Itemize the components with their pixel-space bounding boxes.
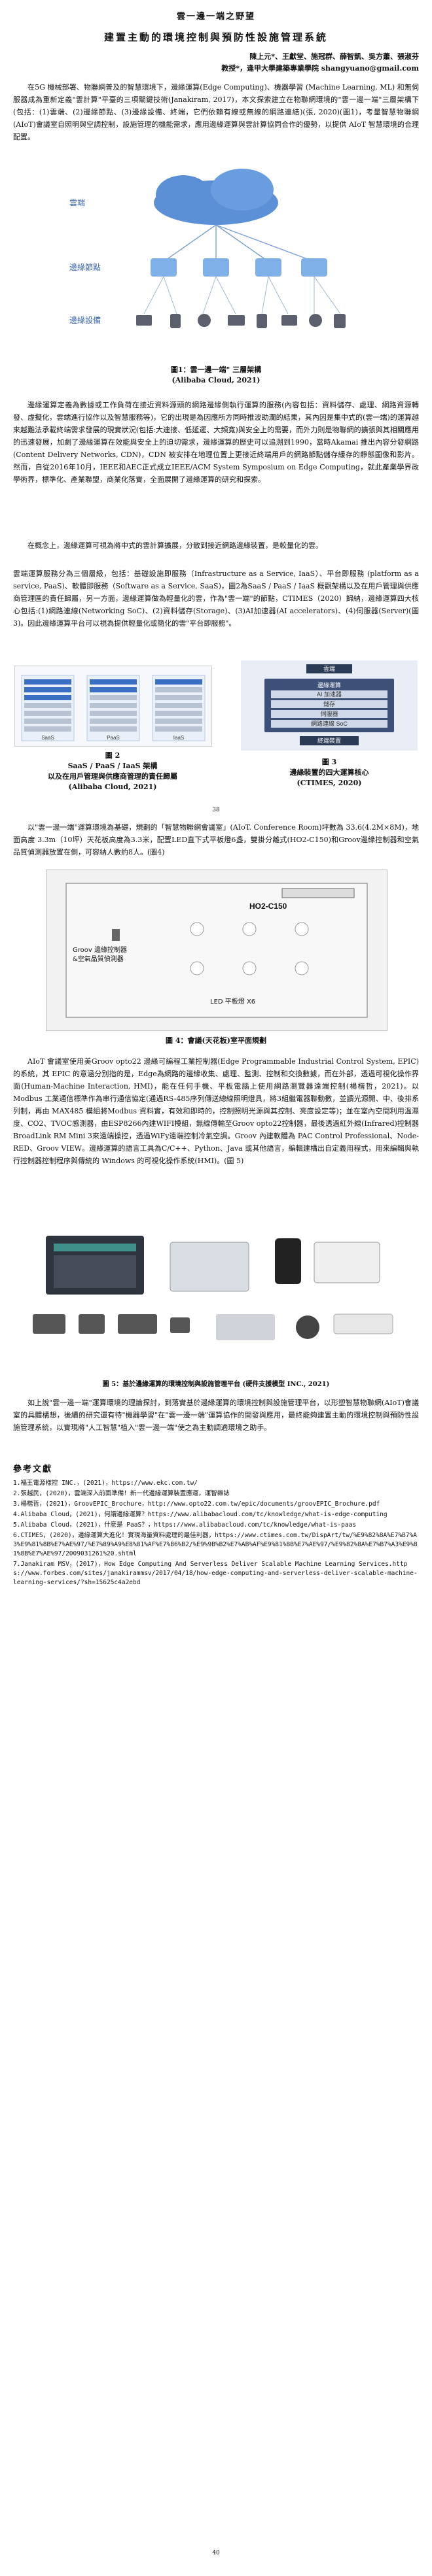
figure-3-caption-title: 邊緣裝置的四大運算核心 bbox=[289, 768, 369, 777]
figure-1-caption: 圖1：雲一邊一端" 三層架構 (Alibaba Cloud, 2021) bbox=[0, 365, 432, 386]
stack-layers-user bbox=[24, 679, 202, 700]
reference-item: 7.Janakiram MSV，(2017)，How Edge Computin… bbox=[13, 1561, 418, 1586]
hardware-platform-illustration bbox=[33, 1236, 393, 1340]
cloud-icon bbox=[154, 169, 278, 225]
lighting-and-ac-icons bbox=[216, 1313, 393, 1340]
figure-5-caption: 圖 5：基於邊緣運算的環境控制與設施管理平台 (硬件支援模型 INC., 202… bbox=[102, 1381, 330, 1388]
reference-item: 4.Alibaba Cloud，(2021)，何謂邊緣運算？https://ww… bbox=[13, 1511, 387, 1518]
fig3-row-ai: AI 加速器 bbox=[271, 690, 387, 698]
figure-2: SaaS PaaS IaaS bbox=[14, 666, 212, 747]
ceiling-plan-drawing bbox=[65, 883, 368, 1018]
paper-title: 建置主動的環境控制與預防性設施管理系統 bbox=[103, 31, 328, 43]
reference-item: 5.Alibaba Cloud，(2021)，什麼是 PaaS？，https:/… bbox=[13, 1521, 357, 1529]
fig3-top-label: 雲端 bbox=[306, 664, 352, 673]
fig3-edge-panel: 邊緣運算 AI 加速器 儲存 伺服器 網路連線 SoC bbox=[264, 679, 394, 732]
figure-1: 雲端 邊緣節點 邊緣設備 bbox=[65, 163, 367, 360]
authors-names: 陳上元*、王獻堂、施冠群、薛智凱、吳方蕭、張淑芬 bbox=[249, 52, 419, 61]
paragraph-conclusion: 如上說"雲一邊一端"運算環境的理論探討，到落實基於邊緣運算的環境控制與設施管理平… bbox=[13, 1398, 419, 1432]
column-label-paas: PaaS bbox=[107, 735, 120, 741]
figure-2-caption-desc: 以及在用戶管理與供應商管理的責任歸屬 bbox=[48, 772, 177, 781]
reference-item: 1.福王電源樣控 INC.，(2021)，https://www.ekc.com… bbox=[13, 1480, 198, 1487]
references-title: 參考文獻 bbox=[13, 1465, 53, 1474]
paragraph-epic-system: AIoT 會議室使用美Groov opto22 邊緣可編程工業控制器(Edge … bbox=[13, 1057, 419, 1165]
column-label-iaas: IaaS bbox=[173, 735, 184, 741]
label-edge-node: 邊緣節點 bbox=[69, 262, 101, 272]
paragraph-conference-room: 以"雲一邊一端"運算環境為基礎，規劃的「智慧物聯網會議室」(AIoT. Conf… bbox=[13, 823, 419, 856]
authors: 陳上元*、王獻堂、施冠群、薛智凱、吳方蕭、張淑芬 教授*，逢甲大學建築專業學院 … bbox=[85, 51, 419, 75]
paragraph-cloud-services: 雲端運算服務分為三個層級，包括：基礎設施即服務（Infrastructure a… bbox=[13, 569, 419, 628]
figure-3-caption-source: (CTIMES, 2020) bbox=[297, 779, 362, 787]
figure-2-caption-source: (Alibaba Cloud, 2021) bbox=[68, 783, 157, 791]
figure-3-caption-number: 圖 3 bbox=[321, 758, 337, 766]
three-tier-architecture-diagram: 雲端 邊緣節點 邊緣設備 bbox=[69, 169, 346, 328]
figure-1-caption-source: (Alibaba Cloud, 2021) bbox=[171, 376, 261, 384]
authors-affiliation: 教授*，逢甲大學建築專業學院 shangyuano@gmail.com bbox=[221, 64, 419, 73]
fig3-panel-title: 邊緣運算 bbox=[317, 682, 341, 688]
label-led: LED 平板燈 X6 bbox=[210, 998, 256, 1006]
figure-3: 雲端 邊緣運算 AI 加速器 儲存 伺服器 網路連線 SoC 終端裝置 bbox=[241, 660, 418, 751]
tablet-icon bbox=[314, 1242, 380, 1283]
references-list: 1.福王電源樣控 INC.，(2021)，https://www.ekc.com… bbox=[13, 1479, 419, 1589]
fig3-row-network: 網路連線 SoC bbox=[271, 720, 387, 728]
groov-controller-hardware bbox=[46, 1236, 144, 1295]
intro-paragraph: 在5G 機械部署、物聯網普及的智慧環境下，邊緣運算(Edge Computing… bbox=[13, 83, 419, 141]
fig3-bottom-label: 終端裝置 bbox=[300, 736, 359, 745]
label-hvac: HO2-C150 bbox=[249, 902, 287, 911]
paragraph-edge-definition: 邊緣運算定義為數據或工作負荷在接近資料源頭的網路邊緣側執行運算的服務(內容包括：… bbox=[13, 401, 419, 484]
edge-node-icons bbox=[151, 258, 327, 277]
reference-item: 2.張越民，(2020)，雲端深入前面準備！新一代邊緣運算裝置應運，運智雜誌 bbox=[13, 1490, 230, 1497]
label-edge-device: 邊緣設備 bbox=[69, 315, 101, 325]
led-panel-icons bbox=[190, 922, 309, 975]
edge-device-icons bbox=[136, 314, 346, 328]
hvac-unit-icon bbox=[281, 888, 355, 898]
figure-2-caption-number: 圖 2 bbox=[105, 751, 120, 760]
column-label-saas: SaaS bbox=[41, 735, 54, 741]
figure-1-caption-title: 圖1：雲一邊一端" 三層架構 bbox=[170, 365, 262, 374]
monitor-screenshot-icon bbox=[170, 1242, 249, 1292]
label-groov: Groov 邊緣控制器 &空氣品質偵測器 bbox=[73, 947, 127, 963]
saas-paas-iaas-diagram: SaaS PaaS IaaS bbox=[21, 675, 206, 741]
page-number-40: 40 bbox=[212, 2550, 220, 2556]
figure-3-caption: 圖 3 邊緣裝置的四大運算核心 (CTIMES, 2020) bbox=[241, 757, 418, 788]
room-outline bbox=[65, 883, 368, 1018]
groov-controller-icon bbox=[112, 929, 120, 941]
figure-4: HO2-C150 Groov 邊緣控制器 &空氣品質偵測器 LED 平板燈 X6 bbox=[46, 870, 387, 1031]
cloud-links bbox=[163, 224, 315, 262]
label-cloud: 雲端 bbox=[69, 198, 85, 207]
fig3-row-server: 伺服器 bbox=[271, 710, 387, 718]
page-number-38: 38 bbox=[212, 807, 220, 813]
figure-2-caption: 圖 2 SaaS / PaaS / IaaS 架構 以及在用戶管理與供應商管理的… bbox=[14, 751, 211, 792]
sensor-module-icons bbox=[33, 1314, 190, 1334]
reference-item: 6.CTIMES，(2020)，邊緣運算大進化！實現海量資料處理的最佳利器，ht… bbox=[13, 1532, 418, 1557]
phone-icon bbox=[275, 1238, 301, 1284]
reference-item: 3.楊楷哲，(2021)，GroovEPIC_Brochure，http://w… bbox=[13, 1500, 380, 1508]
figure-4-caption: 圖 4：會議(天花板)室平面規劃 bbox=[166, 1036, 266, 1045]
paragraph-edge-concept: 在概念上，邊緣運算可視為將中式的雲計算擴展，分散到接近網路邊緣裝置，是較量化的雲… bbox=[27, 541, 323, 550]
figure-5 bbox=[20, 1223, 412, 1373]
fig3-row-storage: 儲存 bbox=[271, 700, 387, 708]
figure-2-caption-title: SaaS / PaaS / IaaS 架構 bbox=[67, 762, 158, 770]
series-title: 雲一邊一端之野望 bbox=[176, 12, 255, 22]
device-links bbox=[143, 276, 341, 314]
stack-layers-vendor bbox=[24, 687, 202, 732]
